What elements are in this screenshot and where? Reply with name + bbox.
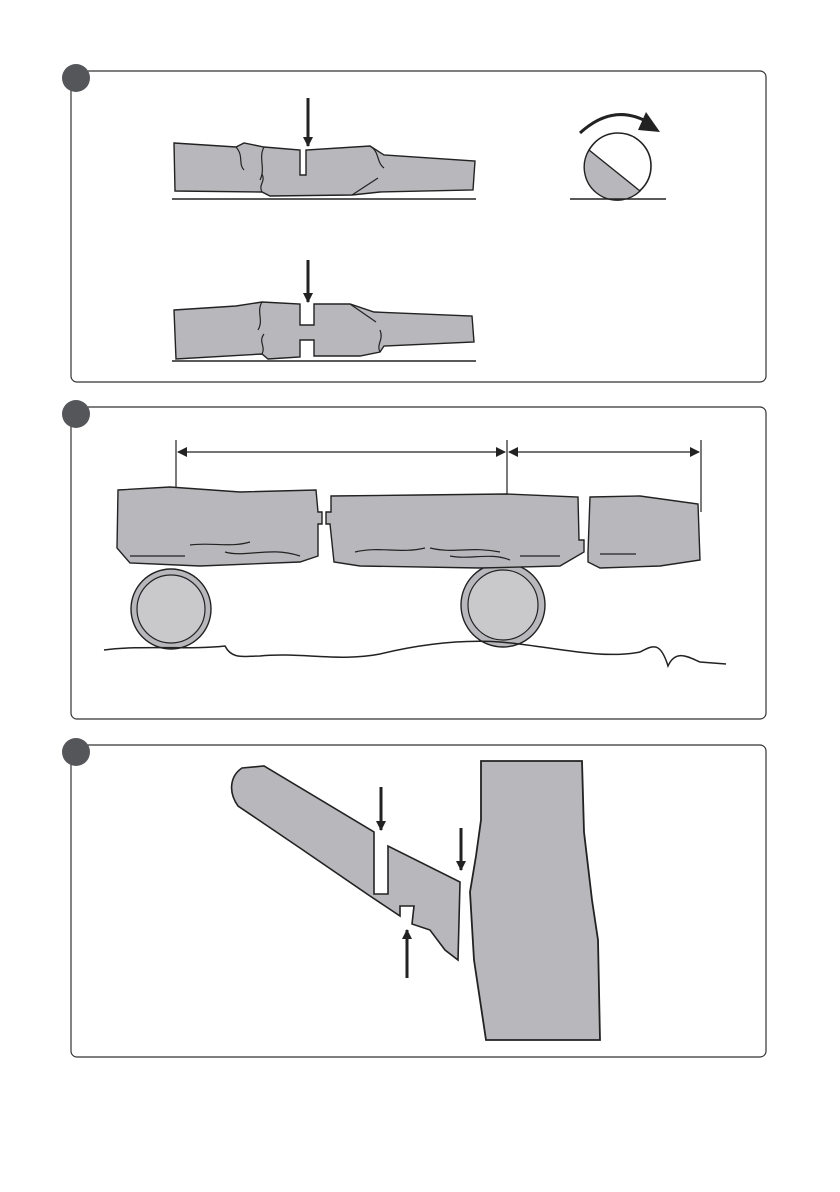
- panel-3: [62, 738, 766, 1057]
- log-lower: [172, 260, 476, 361]
- roller-right: [461, 563, 545, 647]
- tree-trunk: [470, 761, 600, 1040]
- roller-core: [468, 570, 538, 640]
- panel-2-badge: [62, 400, 90, 428]
- panel-1: [62, 64, 766, 382]
- rotate-arrow-head: [638, 112, 660, 132]
- log-upper: [172, 98, 476, 199]
- log-lower-body: [174, 302, 474, 359]
- log-rotation-detail: [570, 112, 666, 200]
- panel-3-badge: [62, 738, 90, 766]
- panel-2: [62, 400, 766, 719]
- roller-left: [131, 569, 211, 649]
- roller-core: [137, 575, 205, 643]
- branch: [232, 766, 460, 960]
- ground-line: [104, 641, 726, 666]
- log-segment-right: [588, 496, 700, 568]
- log-upper-body: [174, 143, 475, 196]
- panel-1-badge: [62, 64, 90, 92]
